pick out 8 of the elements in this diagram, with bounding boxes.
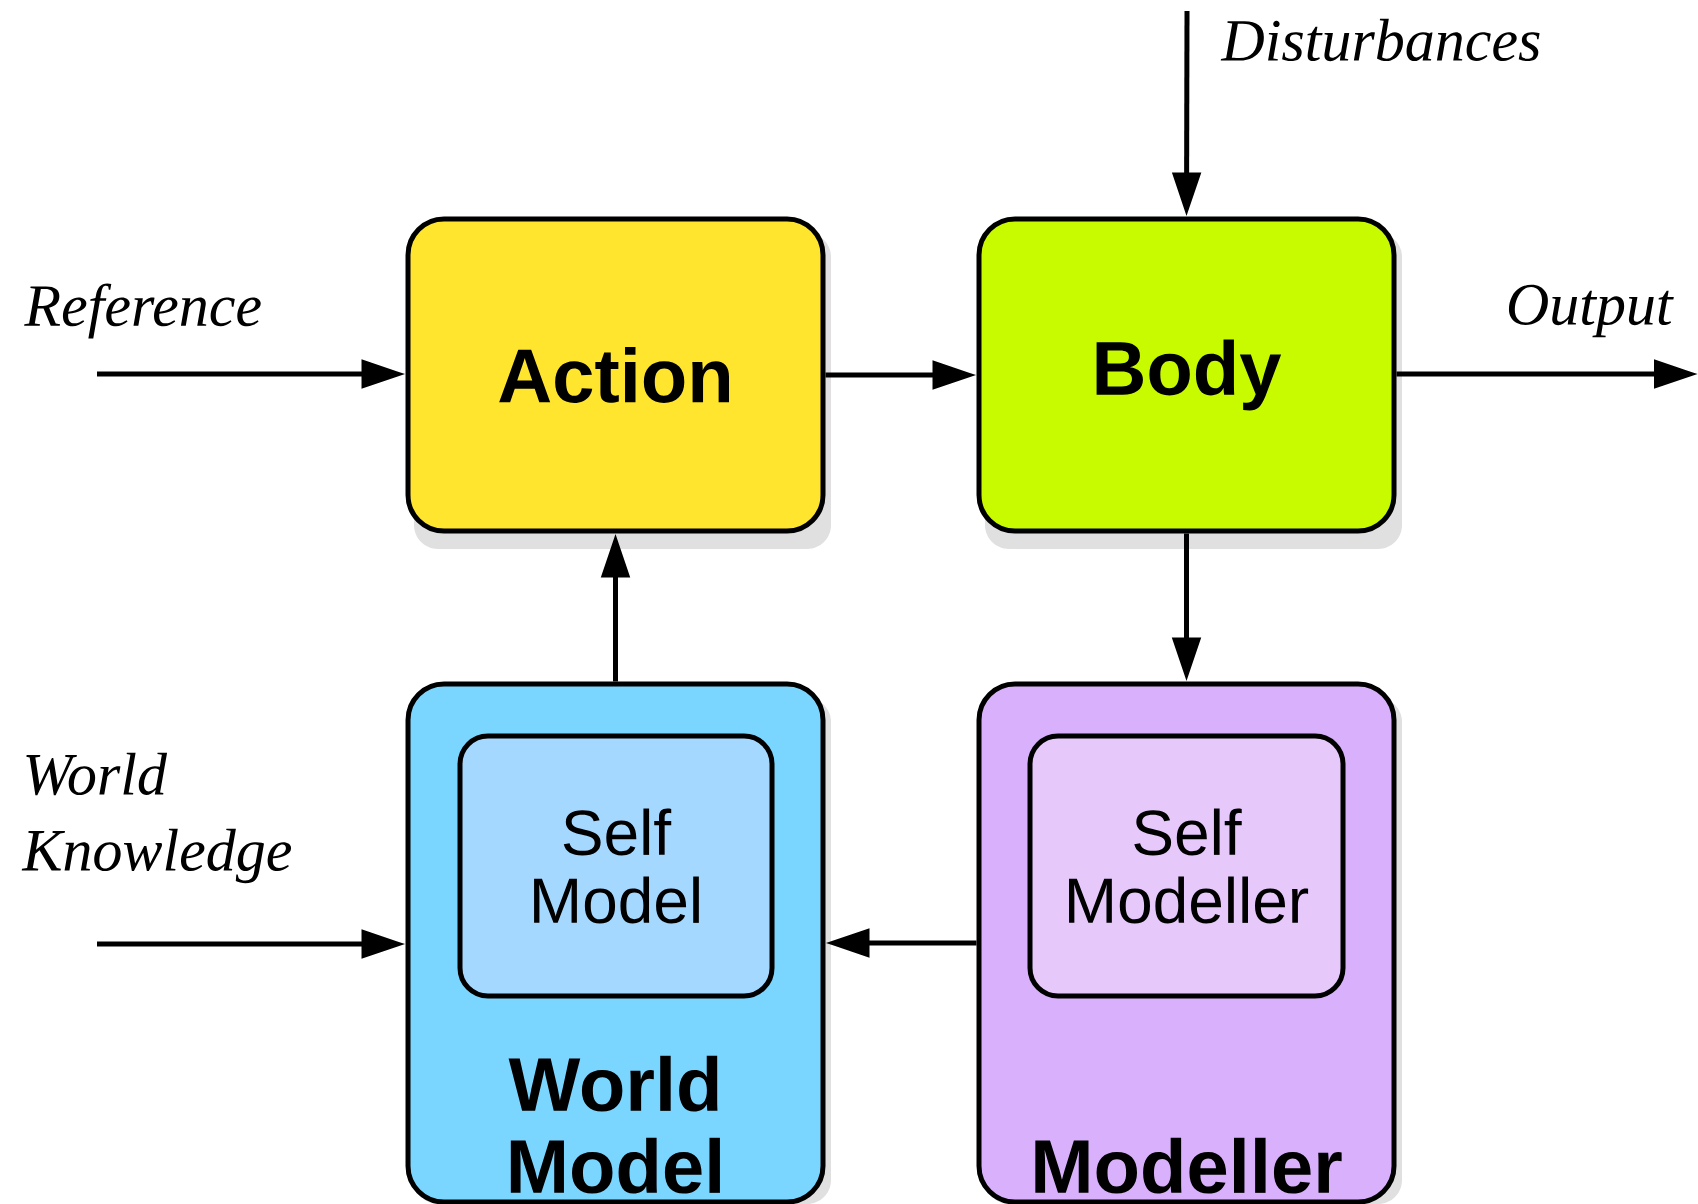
inner-box: Self Model	[457, 733, 775, 999]
inner-box: Self Modeller	[1027, 733, 1346, 999]
edge-label: Reference	[24, 283, 261, 339]
edge-label: Output	[1508, 284, 1674, 338]
edge-label: World Knowledge	[21, 752, 292, 884]
process-box: Body	[976, 216, 1397, 534]
edge-label: Disturbances	[1220, 18, 1540, 62]
process-box: Action	[405, 216, 826, 534]
